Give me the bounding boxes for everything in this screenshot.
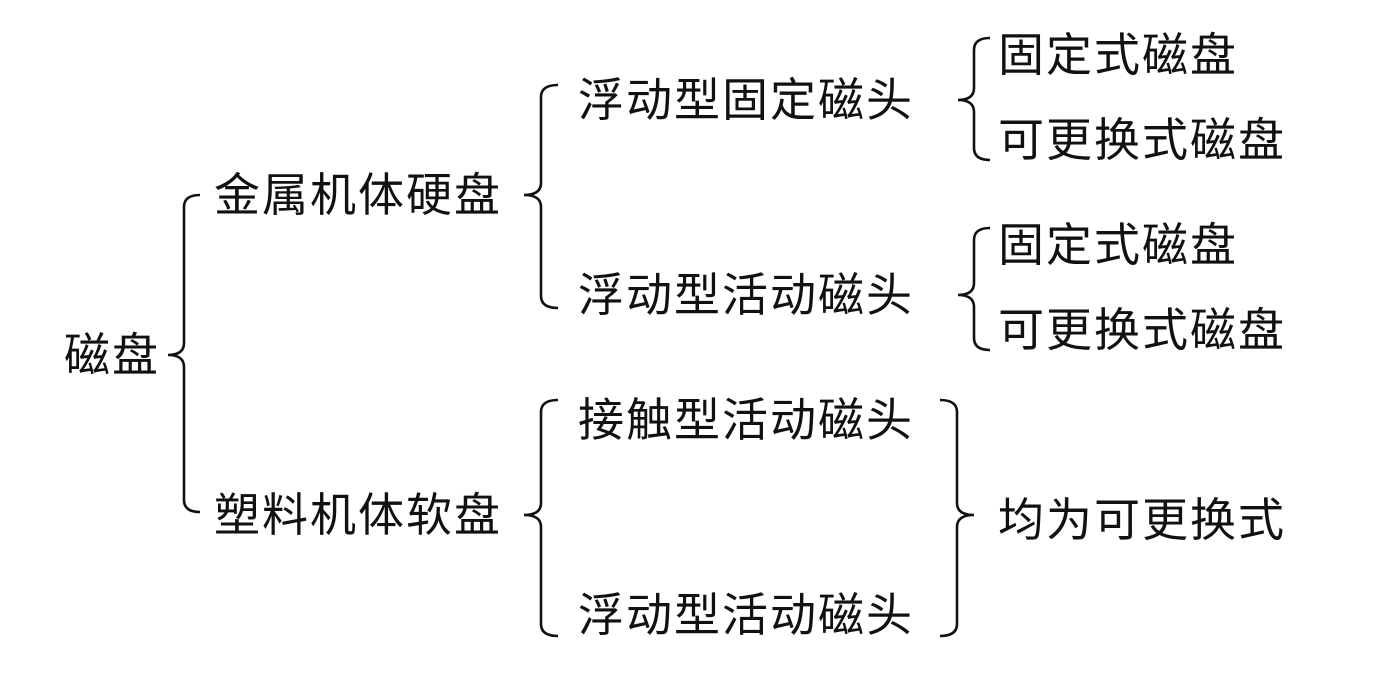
- brace-hard-disk: [523, 83, 559, 310]
- leaf-fixed-disk: 固定式磁盘: [998, 218, 1238, 272]
- node-floating-moving-head: 浮动型活动磁头: [578, 588, 914, 642]
- brace-floppy-disk: [523, 398, 559, 638]
- leaf-removable-disk: 可更换式磁盘: [998, 303, 1286, 357]
- root-node: 磁盘: [64, 328, 160, 382]
- leaf-removable-disk: 可更换式磁盘: [998, 113, 1286, 167]
- leaf-fixed-disk: 固定式磁盘: [998, 28, 1238, 82]
- brace-fixed-head: [957, 36, 991, 162]
- node-contact-moving-head: 接触型活动磁头: [578, 393, 914, 447]
- brace-root: [167, 193, 201, 514]
- brace-moving-head: [957, 226, 991, 352]
- node-floating-moving-head: 浮动型活动磁头: [578, 268, 914, 322]
- node-hard-disk: 金属机体硬盘: [214, 168, 502, 222]
- node-floating-fixed-head: 浮动型固定磁头: [578, 73, 914, 127]
- node-floppy-disk: 塑料机体软盘: [214, 488, 502, 542]
- summary-all-removable: 均为可更换式: [998, 493, 1286, 547]
- brace-floppy-summary: [939, 398, 975, 638]
